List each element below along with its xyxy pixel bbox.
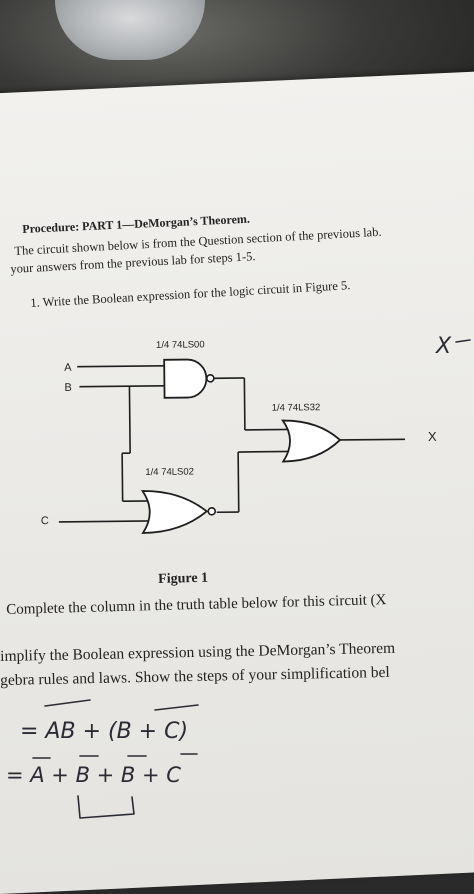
nor-gate-label: 1/4 74LS02 [145,466,194,478]
handwritten-step-1: = AB + (B + C) [20,700,198,744]
nand-gate-label: 1/4 74LS00 [156,339,205,351]
input-c-label: C [41,515,49,527]
logic-circuit-diagram: 1/4 74LS00 1/4 74LS32 1/4 74LS02 A B C X [0,0,474,842]
or-gate-label: 1/4 74LS32 [272,402,321,414]
circuit-wires [57,363,406,522]
nand-gate [164,359,214,398]
input-a-label: A [64,362,72,374]
handwritten-bracket [78,796,134,818]
figure-caption: Figure 1 [158,571,208,588]
document-content: Procedure: PART 1—DeMorgan’s Theorem. Th… [0,0,474,842]
handwritten-step-2: = A + B + B + C [6,754,197,787]
nor-gate [143,490,216,533]
or-gate [283,420,340,462]
svg-text:= AB + (B + C): = AB + (B + C) [20,719,188,744]
handwritten-corner-mark: X [435,334,470,359]
svg-text:X: X [435,334,452,359]
input-b-label: B [64,382,71,394]
output-x-label: X [428,429,437,444]
svg-text:= A + B + B + C: = A + B + B + C [6,763,181,787]
